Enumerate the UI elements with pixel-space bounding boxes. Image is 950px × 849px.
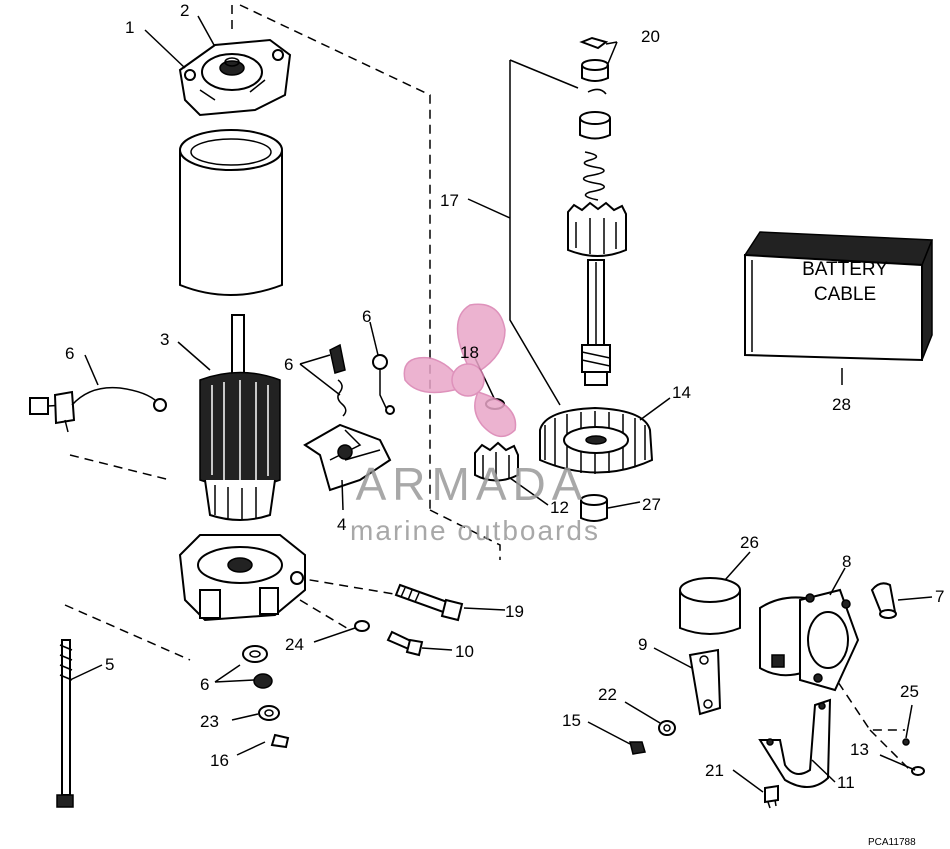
callout-16: 16 bbox=[210, 751, 229, 770]
brush-springs-part-6 bbox=[329, 343, 395, 417]
callout-1: 1 bbox=[125, 18, 134, 37]
armada-watermark: ARMADA marine outboards bbox=[350, 303, 600, 546]
battery-label-line1: BATTERY bbox=[802, 259, 888, 280]
drive-spring bbox=[582, 151, 605, 201]
callout-3: 3 bbox=[160, 330, 169, 349]
callout-13: 13 bbox=[850, 740, 869, 759]
callout-12: 12 bbox=[550, 498, 569, 517]
drive-parts-20 bbox=[579, 36, 611, 140]
solenoid-part-8 bbox=[759, 588, 860, 692]
callout-4: 4 bbox=[337, 515, 346, 534]
right-small-hardware bbox=[629, 720, 925, 809]
callout-6-springs: 6 bbox=[284, 355, 293, 374]
callout-17: 17 bbox=[440, 191, 459, 210]
callout-6-lead: 6 bbox=[65, 344, 74, 363]
callout-6-brush: 6 bbox=[362, 307, 371, 326]
callout-24: 24 bbox=[285, 635, 304, 654]
bolts-19-10-24 bbox=[354, 583, 464, 657]
left-small-hardware bbox=[242, 645, 290, 749]
callout-28: 28 bbox=[832, 395, 851, 414]
callout-2: 2 bbox=[180, 1, 189, 20]
callout-27: 27 bbox=[642, 495, 661, 514]
figure-code: PCA11788 bbox=[868, 837, 916, 848]
propeller-logo bbox=[403, 303, 517, 438]
large-gear-part-14 bbox=[539, 406, 654, 474]
callout-20: 20 bbox=[641, 27, 660, 46]
bracket-part-11 bbox=[758, 698, 832, 788]
brush-plate-part-4 bbox=[303, 423, 392, 492]
callout-23: 23 bbox=[200, 712, 219, 731]
armature-part-3 bbox=[199, 314, 281, 521]
small-gear-part-12 bbox=[474, 441, 519, 482]
callout-11: 11 bbox=[837, 773, 855, 792]
brush-lead-part-6 bbox=[29, 386, 167, 433]
callout-8: 8 bbox=[842, 552, 851, 571]
lower-end-cap bbox=[178, 534, 306, 622]
terminal-boot-part-7 bbox=[870, 582, 897, 619]
battery-cable-box-part-28: BATTERY CABLE bbox=[743, 231, 934, 362]
callout-25: 25 bbox=[900, 682, 919, 701]
callout-22: 22 bbox=[598, 685, 617, 704]
callout-15: 15 bbox=[562, 711, 581, 730]
callout-labels: 1 2 3 4 5 6 6 6 6 7 8 9 10 11 12 13 14 1… bbox=[65, 1, 944, 792]
end-cap-part-1-2 bbox=[178, 38, 292, 117]
watermark-tagline: marine outboards bbox=[350, 515, 600, 546]
boot-part-26 bbox=[679, 577, 741, 635]
callout-21: 21 bbox=[705, 761, 724, 780]
drive-shaft bbox=[581, 259, 611, 386]
frame-housing bbox=[179, 129, 283, 296]
drive-pinion bbox=[567, 201, 627, 257]
callout-10: 10 bbox=[455, 642, 474, 661]
callout-19: 19 bbox=[505, 602, 524, 621]
through-bolt-part-5 bbox=[56, 639, 74, 808]
callout-9: 9 bbox=[638, 635, 647, 654]
callout-14: 14 bbox=[672, 383, 691, 402]
callout-5: 5 bbox=[105, 655, 114, 674]
watermark-brand: ARMADA bbox=[356, 458, 589, 510]
callout-6-nuts: 6 bbox=[200, 675, 209, 694]
callout-26: 26 bbox=[740, 533, 759, 552]
battery-label-line2: CABLE bbox=[814, 284, 876, 305]
washer-18-bushing-27 bbox=[485, 398, 608, 522]
callout-18: 18 bbox=[460, 343, 479, 362]
strap-part-9 bbox=[688, 648, 722, 716]
callout-7: 7 bbox=[935, 587, 944, 606]
